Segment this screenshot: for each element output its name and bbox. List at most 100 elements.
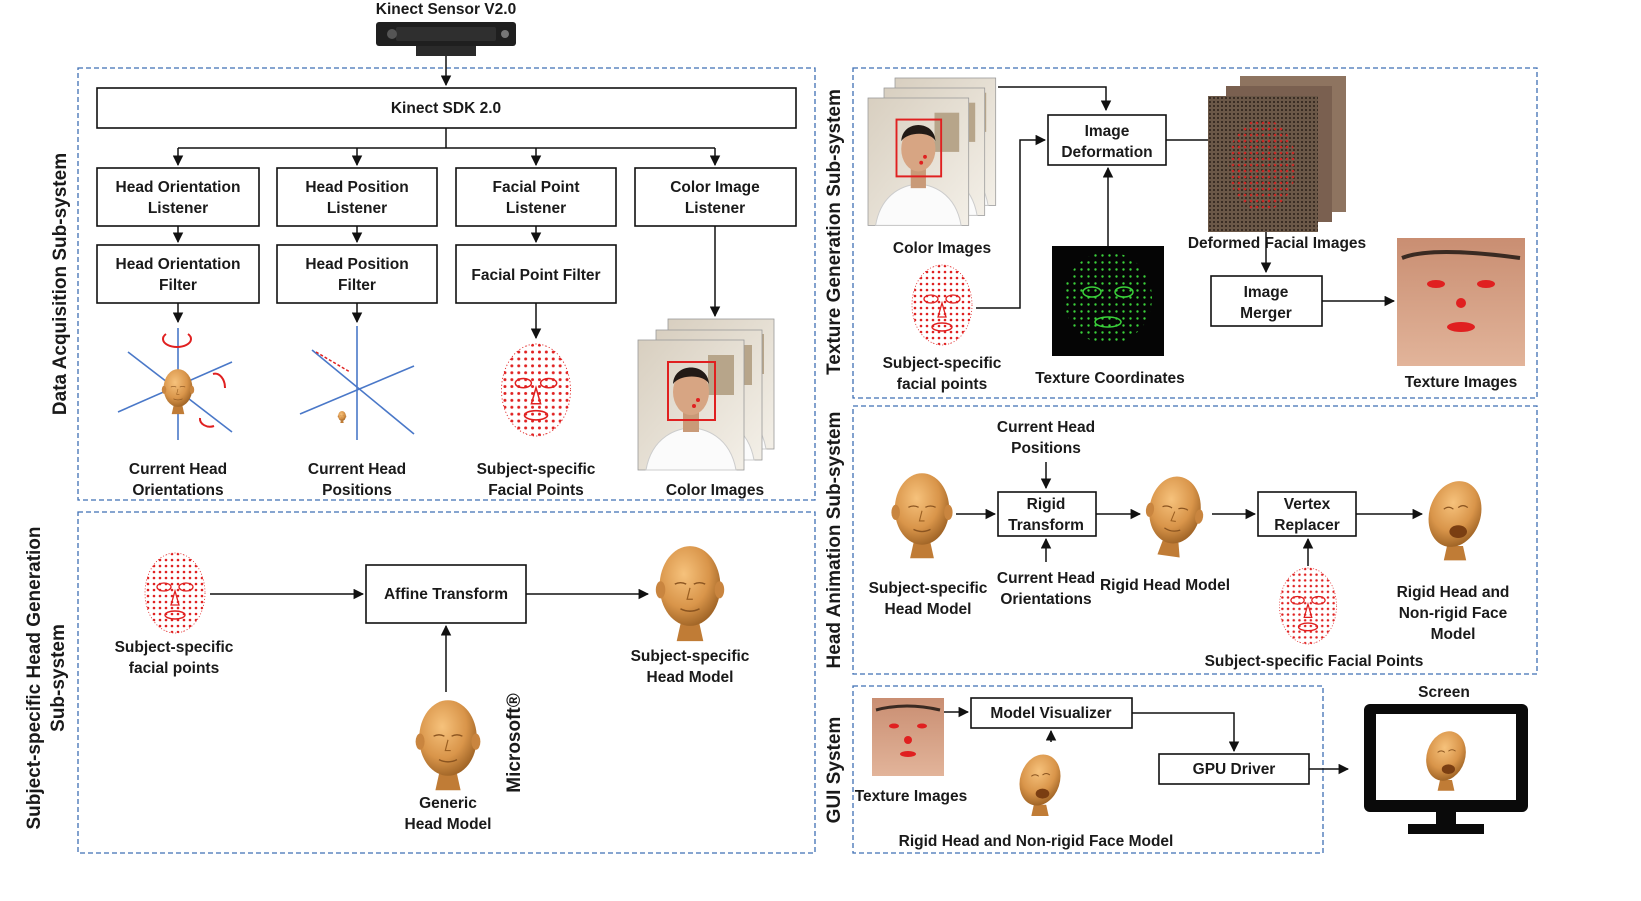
head-orientation-listener: Head Orientation Listener <box>96 167 260 227</box>
hg-input-line1: Subject-specific <box>115 639 234 656</box>
input-facial-points-icon <box>144 552 206 634</box>
anim-orientations-line1: Current Head <box>997 570 1095 587</box>
head-position-listener: Head Position Listener <box>276 167 438 227</box>
deformed-facial-images-stack <box>1208 76 1346 232</box>
vertex-replacer-box <box>1257 491 1357 537</box>
gui-model-head-icon <box>1012 748 1068 817</box>
deformed-images-label: Deformed Facial Images <box>1188 235 1366 252</box>
head-animation-title: Head Animation Sub-system <box>824 412 845 669</box>
color-image-listener: Color Image Listener <box>634 167 797 227</box>
output-positions-line1: Current Head <box>308 461 406 478</box>
output-facial-points-line1: Subject-specific <box>477 461 596 478</box>
head-generation-panel <box>77 511 816 854</box>
color-image-listener-line2: Listener <box>685 200 745 217</box>
texture-generation-title: Texture Generation Sub-system <box>824 89 845 375</box>
head-orientation-filter-line1: Head Orientation <box>116 256 241 273</box>
image-merger-box <box>1210 275 1323 327</box>
anim-subject-head-icon <box>890 472 954 559</box>
anim-result-line2: Non-rigid Face <box>1399 605 1508 622</box>
head-animation-panel <box>852 405 1538 675</box>
hg-output-line2: Head Model <box>647 669 734 686</box>
anim-subject-head-line2: Head Model <box>885 601 972 618</box>
anim-facial-points-icon <box>1278 567 1338 645</box>
affine-transform-box <box>365 564 527 624</box>
texture-coordinates-label: Texture Coordinates <box>1035 370 1185 387</box>
gui-title: GUI System <box>824 717 845 824</box>
output-facial-points-line2: Facial Points <box>488 482 584 499</box>
facial-point-listener-line2: Listener <box>506 200 566 217</box>
anim-result-line3: Model <box>1431 626 1476 643</box>
head-generation-title-line2: Sub-system <box>48 624 69 732</box>
texture-coordinates-graphic <box>1052 246 1164 356</box>
rigid-transform-box <box>997 491 1097 537</box>
image-deformation-line2: Deformation <box>1061 144 1152 161</box>
vertex-replacer-line2: Replacer <box>1274 517 1339 534</box>
facial-point-listener: Facial Point Listener <box>455 167 617 227</box>
texture-facial-points-line2: facial points <box>897 376 987 393</box>
head-orientation-filter-line2: Filter <box>159 277 197 294</box>
gpu-driver-label: GPU Driver <box>1193 761 1276 778</box>
vertex-replacer-line1: Vertex <box>1284 496 1331 513</box>
affine-transform-label: Affine Transform <box>384 586 508 603</box>
texture-facial-points-icon <box>911 264 973 346</box>
model-visualizer-box <box>970 697 1133 729</box>
model-visualizer-label: Model Visualizer <box>990 705 1111 722</box>
generic-head-model-icon <box>414 699 482 791</box>
screen-label: Screen <box>1418 684 1470 701</box>
orientation-head-icon <box>161 368 195 415</box>
microsoft-label: Microsoft® <box>504 693 525 793</box>
kinect-sensor-label: Kinect Sensor V2.0 <box>376 1 516 18</box>
head-position-listener-line1: Head Position <box>305 179 408 196</box>
image-deformation-line1: Image <box>1085 123 1130 140</box>
anim-subject-head-line1: Subject-specific <box>869 580 988 597</box>
color-image-listener-line1: Color Image <box>670 179 760 196</box>
result-head-icon <box>1419 473 1491 562</box>
texture-images-graphic <box>1397 238 1525 366</box>
gui-texture-images-label: Texture Images <box>855 788 968 805</box>
facial-point-filter: Facial Point Filter <box>455 244 617 304</box>
head-orientation-filter: Head Orientation Filter <box>96 244 260 304</box>
color-images-stack <box>637 318 775 471</box>
head-position-filter: Head Position Filter <box>276 244 438 304</box>
kinect-sensor: Kinect Sensor V2.0 <box>376 1 516 56</box>
output-color-images: Color Images <box>666 482 764 499</box>
head-position-listener-line2: Listener <box>327 200 387 217</box>
kinect-sdk-box <box>96 87 797 129</box>
kinect-sdk-label: Kinect SDK 2.0 <box>391 100 501 117</box>
screen-monitor: Screen <box>1364 684 1528 834</box>
hg-input-line2: facial points <box>129 660 219 677</box>
image-deformation-box <box>1047 114 1167 166</box>
anim-positions-line2: Positions <box>1011 440 1081 457</box>
orientation-axes-graphic <box>117 328 233 440</box>
rigid-transform-line2: Transform <box>1008 517 1084 534</box>
anim-facial-points-label: Subject-specific Facial Points <box>1205 653 1424 670</box>
output-orientations-line1: Current Head <box>129 461 227 478</box>
subject-head-model-icon <box>655 545 725 642</box>
generic-line1: Generic <box>419 795 477 812</box>
data-acquisition-title: Data Acquisition Sub-system <box>50 153 71 415</box>
rigid-transform-line1: Rigid <box>1027 496 1066 513</box>
position-head-icon <box>337 410 347 424</box>
texture-color-images-label: Color Images <box>893 240 991 257</box>
facial-point-filter-label: Facial Point Filter <box>471 267 600 284</box>
facial-point-listener-line1: Facial Point <box>493 179 580 196</box>
position-axes-graphic <box>299 326 415 440</box>
head-position-filter-line1: Head Position <box>305 256 408 273</box>
texture-color-images-stack <box>867 77 997 227</box>
gui-model-label: Rigid Head and Non-rigid Face Model <box>899 833 1174 850</box>
anim-result-line1: Rigid Head and <box>1397 584 1510 601</box>
texture-generation-panel <box>852 67 1538 399</box>
rigid-head-model-icon <box>1139 472 1209 561</box>
image-merger-line1: Image <box>1244 284 1289 301</box>
image-merger-line2: Merger <box>1240 305 1292 322</box>
hg-output-line1: Subject-specific <box>631 648 750 665</box>
output-positions-line2: Positions <box>322 482 392 499</box>
anim-positions-line1: Current Head <box>997 419 1095 436</box>
rigid-head-model-label: Rigid Head Model <box>1100 577 1230 594</box>
head-orientation-listener-line2: Listener <box>148 200 208 217</box>
gui-texture-image <box>872 698 944 776</box>
generic-line2: Head Model <box>405 816 492 833</box>
anim-orientations-line2: Orientations <box>1000 591 1091 608</box>
head-position-filter-line2: Filter <box>338 277 376 294</box>
